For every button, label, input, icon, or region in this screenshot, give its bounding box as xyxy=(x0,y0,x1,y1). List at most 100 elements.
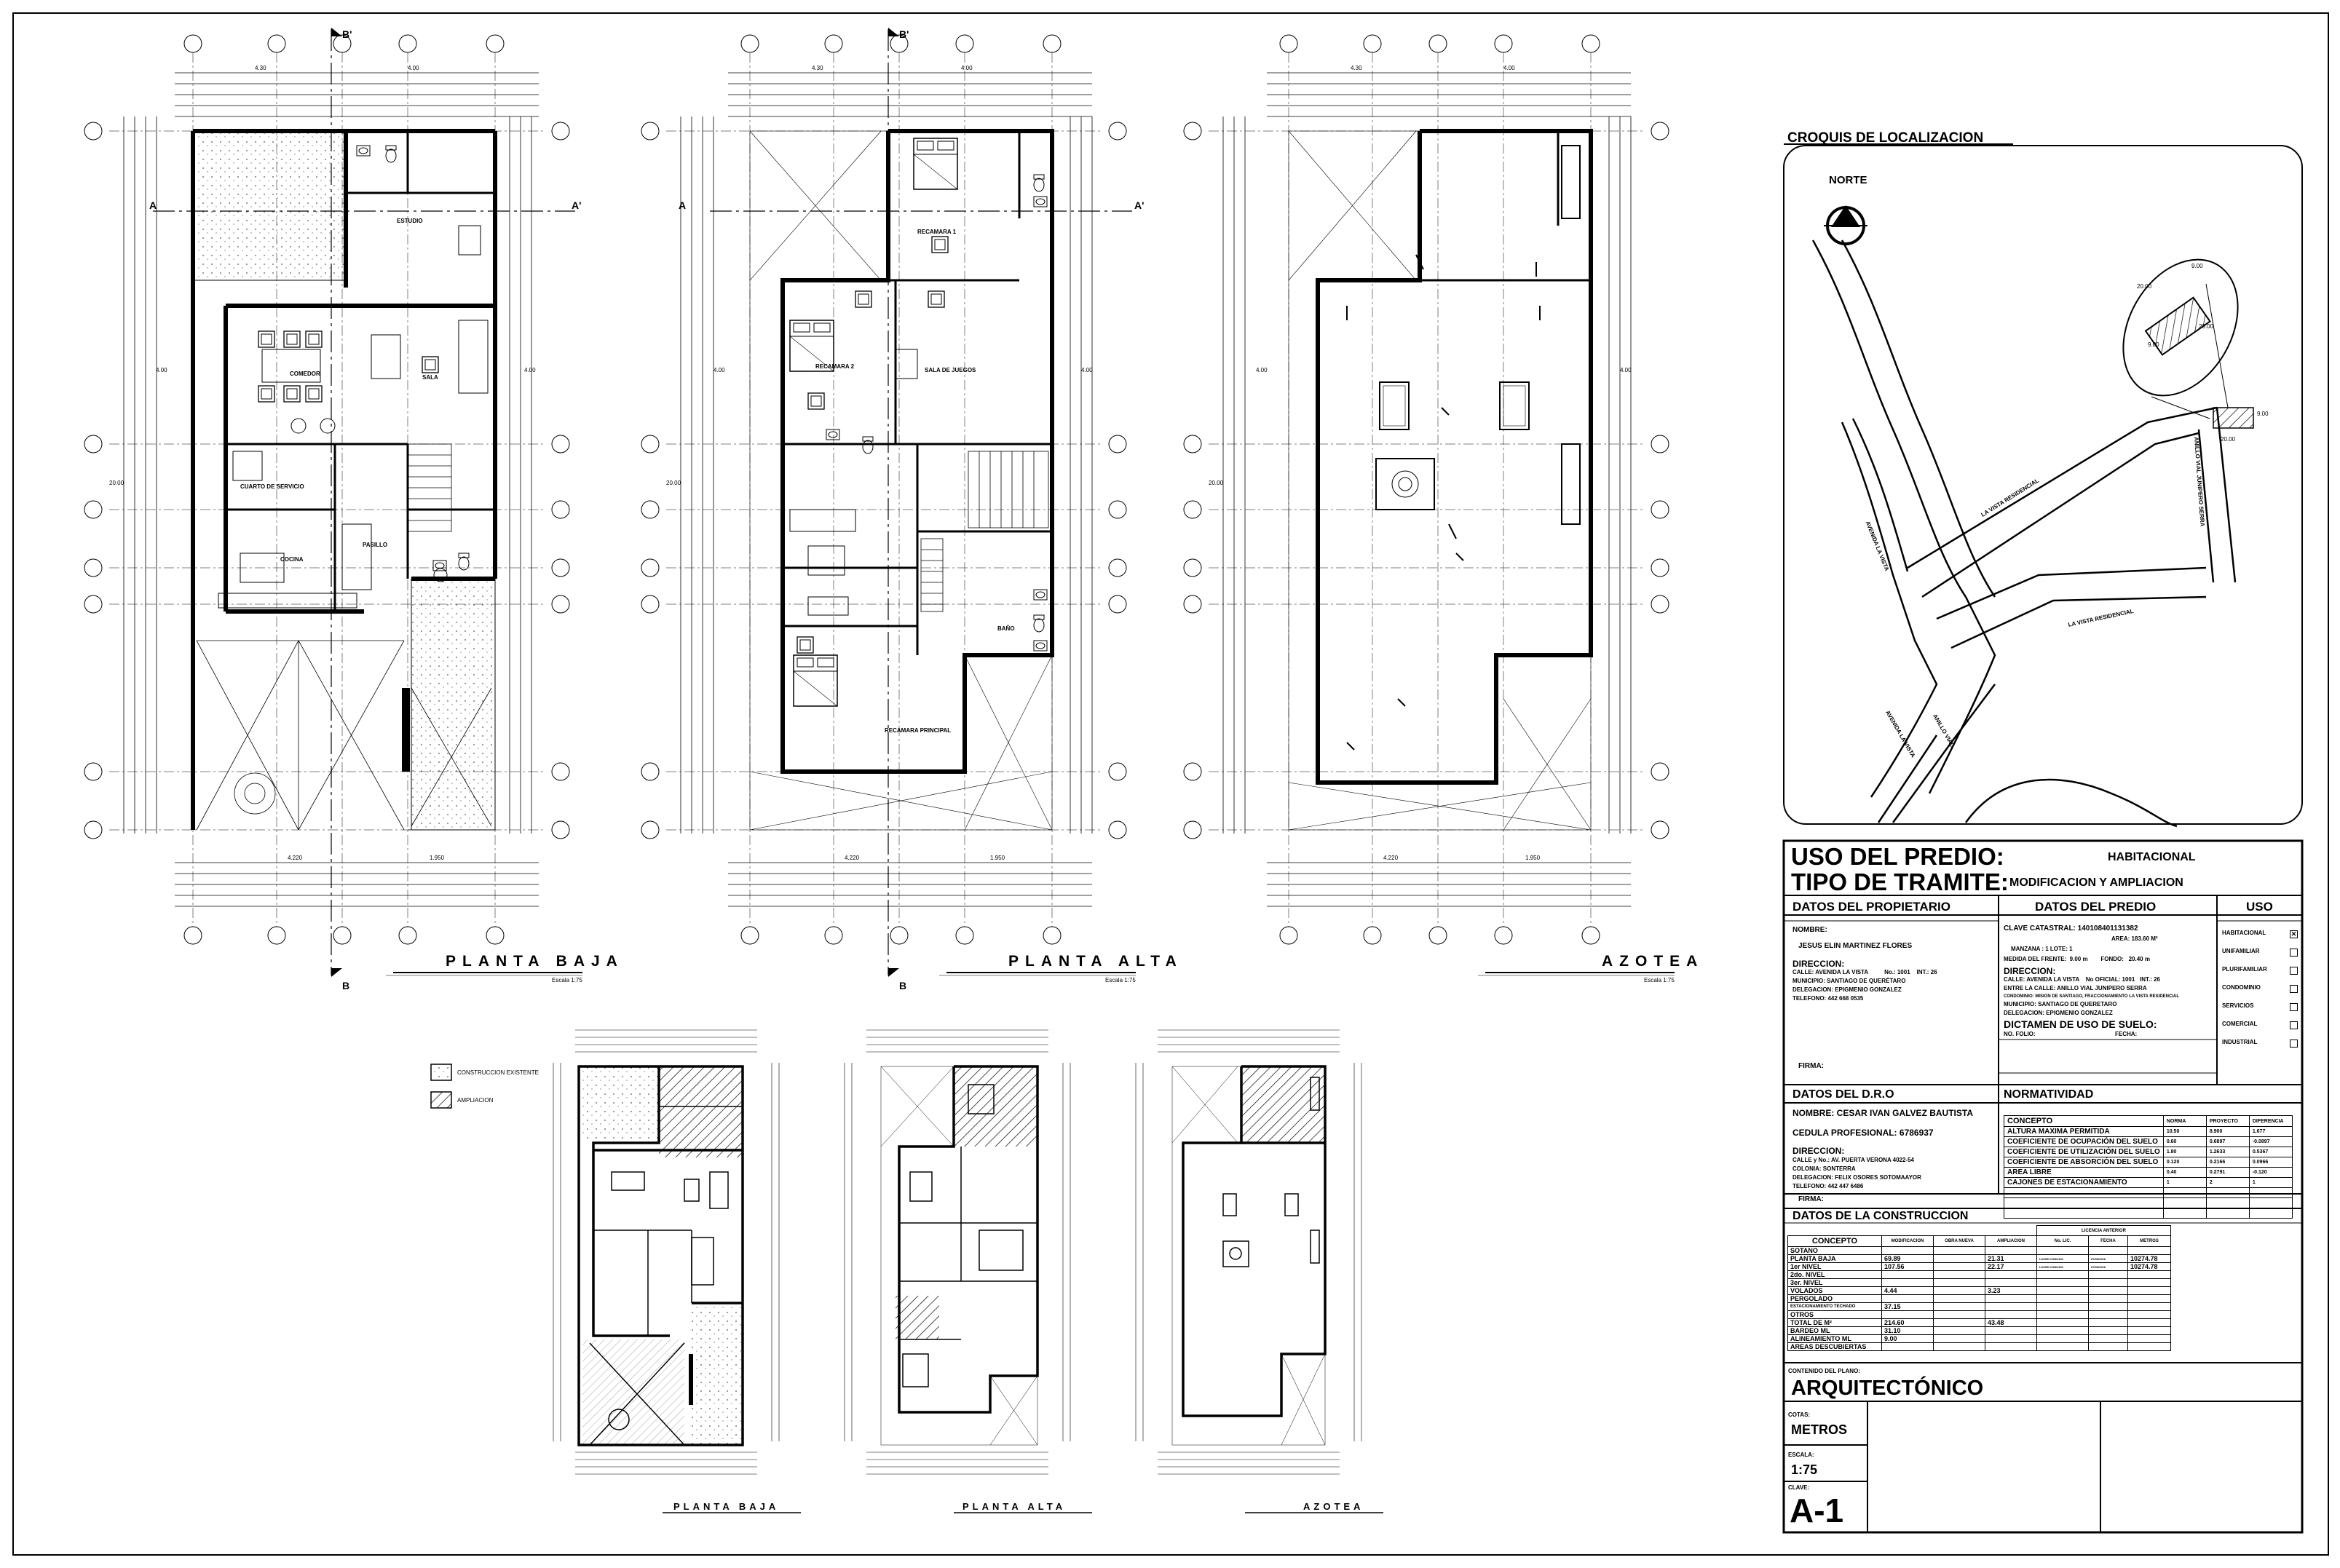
small-plan-azotea xyxy=(1171,1065,1327,1446)
table-cell xyxy=(1933,1342,1985,1351)
uso-item-label: CONDOMINIO xyxy=(2222,984,2261,991)
predio-area: AREA: 183.60 M² xyxy=(2111,935,2158,942)
table-cell: BARDEO ML xyxy=(1787,1326,1882,1335)
table-cell xyxy=(1933,1334,1985,1343)
dro-direccion-label: DIRECCION: xyxy=(1792,1146,1845,1156)
plan-title-azotea: AZOTEA xyxy=(1602,953,1704,970)
table-cell: TOTAL DE M² xyxy=(1787,1318,1882,1327)
plan-title-planta-alta: PLANTA ALTA xyxy=(1008,953,1183,970)
dim-bot-2: 1.950 xyxy=(430,855,445,861)
sheet-border xyxy=(12,12,2329,1556)
table-cell: 1 xyxy=(2248,1177,2293,1188)
predio-dir5: DELEGACION: EPIGMENIO GONZALEZ xyxy=(2004,1010,2113,1016)
table-cell: COEFICIENTE DE UTILIZACIÓN DEL SUELO xyxy=(2004,1147,2164,1157)
propietario-nombre: JESUS ELIN MARTINEZ FLORES xyxy=(1798,942,1913,950)
uso-checkbox[interactable] xyxy=(2290,1040,2298,1048)
dim-left-total-2: 20.00 xyxy=(666,480,681,486)
table-cell xyxy=(1985,1326,2037,1335)
dro-dir2: COLONIA: SONTERRA xyxy=(1792,1165,1856,1172)
north-label: NORTE xyxy=(1829,174,1867,186)
table-cell xyxy=(1881,1294,1934,1303)
table-cell xyxy=(2036,1278,2089,1287)
dro-dir3: DELEGACION: FELIX OSORES SOTOMAAYOR xyxy=(1792,1174,1921,1181)
table-cell xyxy=(1985,1334,2037,1343)
propietario-dir4: TELEFONO: 442 668 0535 xyxy=(1792,995,1864,1002)
table-cell: 10274.78 xyxy=(2127,1254,2171,1263)
table-cell: 9.00 xyxy=(1881,1334,1934,1343)
room-recamara-principal: RECAMARA PRINCIPAL xyxy=(885,727,952,734)
predio-dir1: CALLE: AVENIDA LA VISTA No OFICIAL: 1001… xyxy=(2004,976,2160,983)
table-cell xyxy=(1881,1342,1934,1351)
norm-col-header: NORMA xyxy=(2162,1115,2207,1127)
dim-top-6: 4.00 xyxy=(1503,65,1515,71)
dim-top-2: 4.00 xyxy=(408,65,419,71)
dro-header: DATOS DEL D.R.O xyxy=(1792,1088,1894,1101)
room-cuarto-servicio: CUARTO DE SERVICIO xyxy=(240,483,304,490)
table-cell: 1.677 xyxy=(2248,1126,2293,1137)
uso-del-predio-label: USO DEL PREDIO: xyxy=(1791,843,2004,870)
predio-dir3: CONDOMINIO: MISION DE SANTIAGO, FRACCION… xyxy=(2004,994,2180,999)
small-plan-planta-alta xyxy=(880,1065,1039,1446)
table-cell xyxy=(1985,1310,2037,1319)
table-cell: COEFICIENTE DE OCUPACIÓN DEL SUELO xyxy=(2004,1136,2164,1147)
table-cell xyxy=(1985,1342,2037,1351)
uso-item-label: INDUSTRIAL xyxy=(2222,1039,2258,1045)
cons-col-header: METROS xyxy=(2127,1235,2171,1247)
uso-item: CONDOMINIO xyxy=(2222,985,2298,993)
table-cell: AREAS DESCUBIERTAS xyxy=(1787,1342,1882,1351)
dim-top-1: 4.30 xyxy=(255,65,266,71)
uso-checkbox[interactable] xyxy=(2290,1003,2298,1011)
lot-dim-w: 9.00 xyxy=(2191,263,2203,269)
legend-existente: CONSTRUCCION EXISTENTE xyxy=(457,1069,539,1076)
dim-top-5: 4.30 xyxy=(1351,65,1362,71)
table-cell xyxy=(2088,1342,2128,1351)
cons-col-header: AMPLIACION xyxy=(1985,1235,2037,1247)
lot-dim-w2: 9.00 xyxy=(2148,341,2159,348)
uso-checkbox[interactable]: ✕ xyxy=(2290,930,2298,938)
dro-nombre: NOMBRE: CESAR IVAN GALVEZ BAUTISTA xyxy=(1792,1108,1973,1118)
cons-col-header: No. LIC. xyxy=(2036,1235,2089,1247)
room-pasillo: PASILLO xyxy=(363,542,388,548)
table-cell xyxy=(2127,1318,2171,1327)
dim-top-3: 4.30 xyxy=(812,65,823,71)
table-cell xyxy=(2127,1246,2171,1255)
section-a-prime-2: A' xyxy=(1134,199,1145,211)
table-cell xyxy=(2127,1270,2171,1279)
table-row: AREAS DESCUBIERTAS xyxy=(1787,1342,2171,1351)
table-cell: 10.50 xyxy=(2162,1126,2207,1137)
table-cell xyxy=(1985,1270,2037,1279)
table-cell: 31.10 xyxy=(1881,1326,1934,1335)
uso-checkbox[interactable] xyxy=(2290,985,2298,993)
table-cell: CAJONES DE ESTACIONAMIENTO xyxy=(2004,1177,2164,1188)
norm-col-header: DIFERENCIA xyxy=(2248,1115,2293,1127)
table-row: OTROS xyxy=(1787,1310,2171,1319)
uso-item-label: PLURIFAMILIAR xyxy=(2222,966,2267,973)
propietario-dir1: CALLE: AVENIDA LA VISTA No.: 1001 INT.: … xyxy=(1792,969,1937,975)
uso-checkbox[interactable] xyxy=(2290,949,2298,957)
table-cell xyxy=(2088,1246,2128,1255)
table-cell: LIC/DE.CON/1102 xyxy=(2036,1262,2089,1271)
table-cell xyxy=(2127,1310,2171,1319)
table-cell xyxy=(2088,1278,2128,1287)
small-plan-planta-baja xyxy=(577,1065,744,1446)
dim-bot-6: 1.950 xyxy=(1525,855,1541,861)
table-cell xyxy=(2088,1270,2128,1279)
table-row: 3er. NIVEL xyxy=(1787,1278,2171,1287)
uso-checkbox[interactable] xyxy=(2290,967,2298,975)
table-cell: 07/06/2016 xyxy=(2088,1262,2128,1271)
cons-col-header: FECHA xyxy=(2088,1235,2128,1247)
table-cell xyxy=(2088,1318,2128,1327)
uso-checkbox[interactable] xyxy=(2290,1021,2298,1029)
table-cell: 37.15 xyxy=(1881,1302,1934,1311)
uso-header: USO xyxy=(2246,900,2273,914)
cotas-value: METROS xyxy=(1791,1422,1848,1437)
lot-dim-l2: 20.00 xyxy=(2199,323,2214,330)
table-cell: ALINEAMIENTO ML xyxy=(1787,1334,1882,1343)
